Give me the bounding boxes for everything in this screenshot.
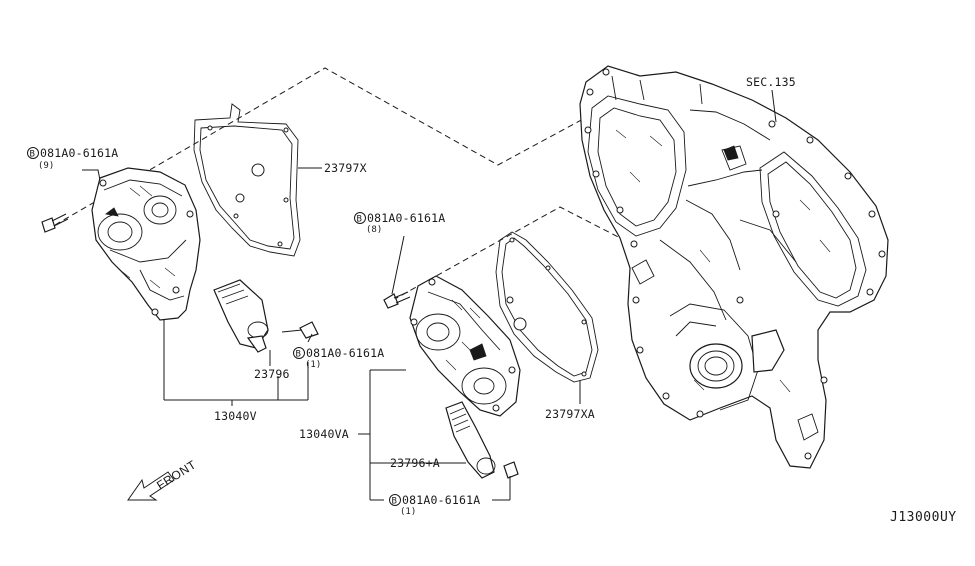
svg-text:(8): (8) [366, 225, 382, 235]
leaders-right [307, 235, 405, 343]
bolt-label-9: B 081A0-6161A (9) [27, 146, 118, 171]
bolt-right-8 [383, 291, 411, 309]
alignment-lines [54, 67, 629, 301]
bolt-label-1-right: B 081A0-6161A (1) [389, 493, 480, 517]
svg-text:081A0-6161A: 081A0-6161A [306, 346, 384, 360]
svg-text:081A0-6161A: 081A0-6161A [40, 146, 118, 160]
label-assembly-right: 13040VA [299, 427, 349, 441]
svg-text:(1): (1) [305, 360, 321, 370]
label-section-ref: SEC.135 [746, 75, 796, 89]
gasket-left [193, 103, 301, 257]
front-engine-cover [579, 65, 889, 469]
label-valve-left: 23796 [254, 367, 290, 381]
svg-text:081A0-6161A: 081A0-6161A [367, 211, 445, 225]
bolt-left-9 [41, 213, 69, 233]
svg-text:B: B [30, 150, 35, 160]
assembly-bracket-left [163, 320, 309, 406]
svg-text:(9): (9) [38, 161, 54, 171]
svg-text:(1): (1) [400, 507, 416, 517]
solenoid-valve-right [445, 401, 519, 479]
bolt-label-1-left: B 081A0-6161A (1) [293, 346, 384, 370]
solenoid-valve-left [213, 279, 319, 353]
label-gasket-left: 23797X [324, 161, 367, 175]
label-assembly-left: 13040V [214, 409, 257, 423]
svg-text:081A0-6161A: 081A0-6161A [402, 493, 480, 507]
cover-assembly-left [91, 167, 201, 321]
svg-text:B: B [392, 497, 397, 507]
assembly-bracket-right [358, 369, 581, 501]
label-gasket-right: 23797XA [545, 407, 595, 421]
gasket-right [495, 231, 599, 383]
cover-assembly-right [409, 275, 521, 417]
svg-text:B: B [357, 215, 362, 225]
label-front: FRONT [154, 457, 199, 492]
leaders-left [82, 167, 322, 181]
bolt-label-8: B 081A0-6161A (8) [354, 211, 445, 235]
front-arrow-icon [127, 471, 175, 501]
section-leader [771, 89, 777, 123]
diagram-id: J13000UY [890, 510, 957, 525]
label-valve-right: 23796+A [390, 456, 440, 470]
svg-text:B: B [296, 350, 301, 360]
